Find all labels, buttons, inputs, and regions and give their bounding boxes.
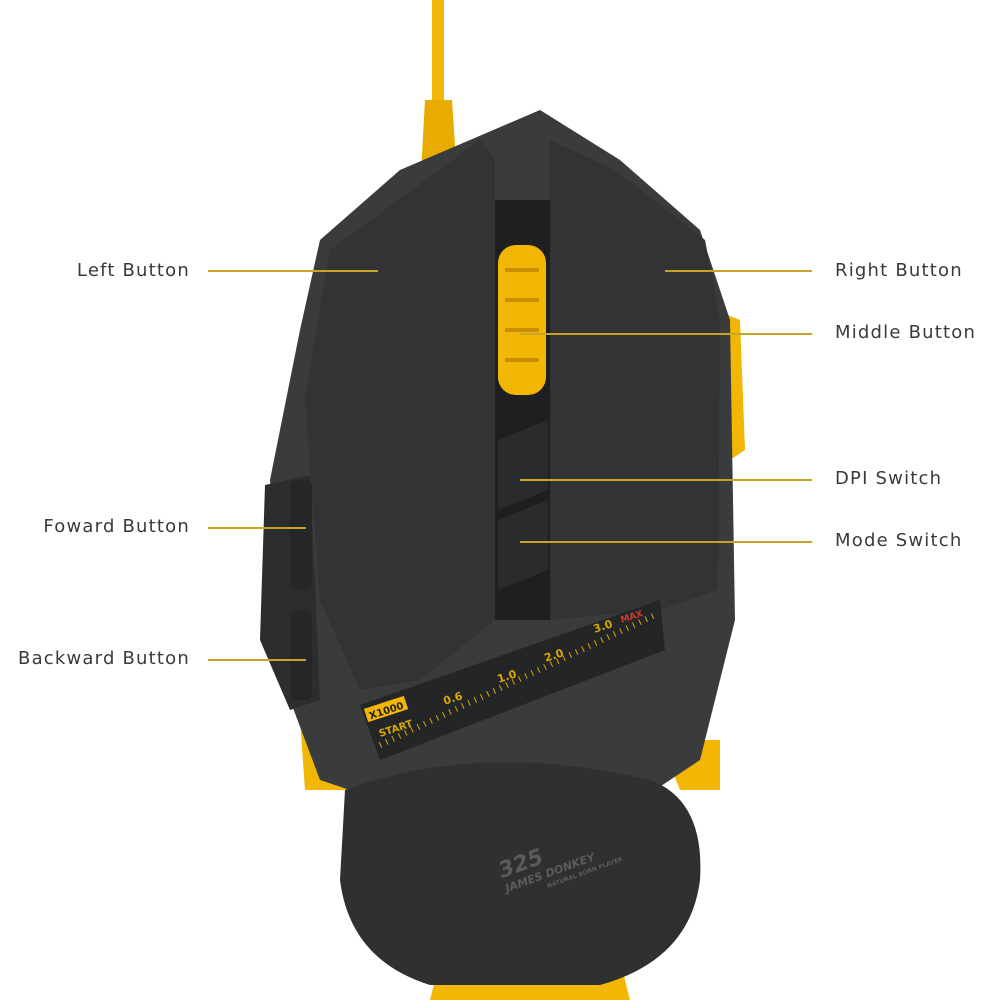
dpi-tick-label: 0.6 bbox=[442, 689, 465, 707]
leader-line-backward-button bbox=[208, 659, 306, 661]
label-forward-button: Foward Button bbox=[43, 516, 190, 537]
leader-line-dpi-switch bbox=[520, 479, 812, 481]
dpi-switch bbox=[498, 420, 548, 510]
forward-button-shape bbox=[290, 480, 312, 590]
label-backward-button: Backward Button bbox=[18, 648, 190, 669]
leader-line-middle-button bbox=[520, 333, 812, 335]
leader-line-right-button bbox=[665, 270, 812, 272]
dpi-tick-label: 2.0 bbox=[543, 646, 566, 664]
left-button-shell bbox=[305, 140, 495, 690]
dpi-multiplier-badge bbox=[363, 695, 409, 723]
palm-rest bbox=[340, 762, 701, 985]
leader-line-forward-button bbox=[208, 527, 306, 529]
leader-line-mode-switch bbox=[520, 541, 812, 543]
label-right-button: Right Button bbox=[835, 260, 963, 281]
backward-button-shape bbox=[290, 610, 312, 700]
leader-line-left-button bbox=[208, 270, 378, 272]
right-button-shell bbox=[550, 140, 720, 620]
label-left-button: Left Button bbox=[76, 260, 190, 281]
mode-switch bbox=[498, 500, 548, 590]
label-middle-button: Middle Button bbox=[835, 322, 977, 343]
dpi-tick-label: 3.0 bbox=[592, 617, 615, 635]
label-dpi-switch: DPI Switch bbox=[835, 468, 943, 489]
scroll-wheel bbox=[498, 245, 546, 395]
label-mode-switch: Mode Switch bbox=[835, 530, 963, 551]
scroll-wheel-texture bbox=[505, 268, 539, 362]
